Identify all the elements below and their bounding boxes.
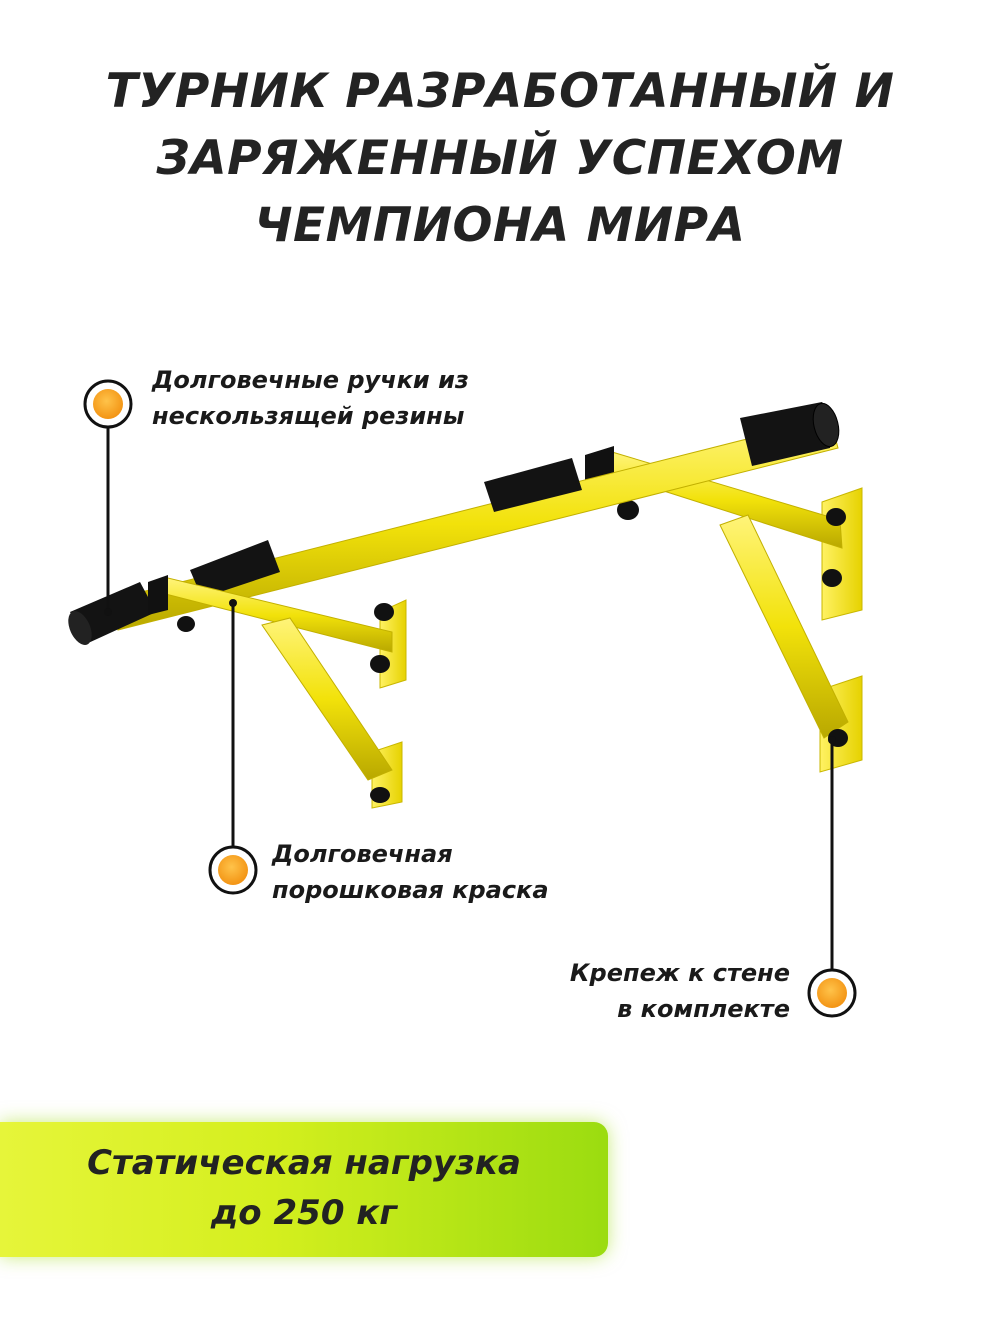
rubber-grips [68,402,840,645]
callout-handles-line-2: нескользящей резины [152,402,465,430]
callout-handles: Долговечные ручки из нескользящей резины [152,362,469,434]
title-line-2: ЗАРЯЖЕННЫЙ УСПЕХОМ [156,131,844,186]
callout-paint-line-1: Долговечная [272,840,453,868]
callout-handles-line-1: Долговечные ручки из [152,366,469,394]
marker-handles [83,379,133,429]
load-banner [0,1122,608,1257]
callout-mount-line-2: в комплекте [617,995,790,1023]
banner-line-2: до 250 кг [210,1193,398,1233]
page-title: ТУРНИК РАЗРАБОТАННЫЙ И ЗАРЯЖЕННЫЙ УСПЕХО… [0,58,1000,259]
marker-mount [807,968,857,1018]
title-line-1: ТУРНИК РАЗРАБОТАННЫЙ И [105,64,895,119]
callout-leaders [104,427,836,970]
title-line-3: ЧЕМПИОНА МИРА [254,198,746,253]
callout-mount: Крепеж к стене в комплекте [470,955,790,1027]
left-wall-bracket [148,575,407,809]
callout-paint: Долговечная порошковая краска [272,836,549,908]
load-banner-text: Статическая нагрузка до 250 кг [0,1138,608,1238]
callout-mount-line-1: Крепеж к стене [569,959,790,987]
banner-line-1: Статическая нагрузка [87,1143,521,1183]
callout-paint-line-2: порошковая краска [272,876,549,904]
marker-paint [208,845,258,895]
